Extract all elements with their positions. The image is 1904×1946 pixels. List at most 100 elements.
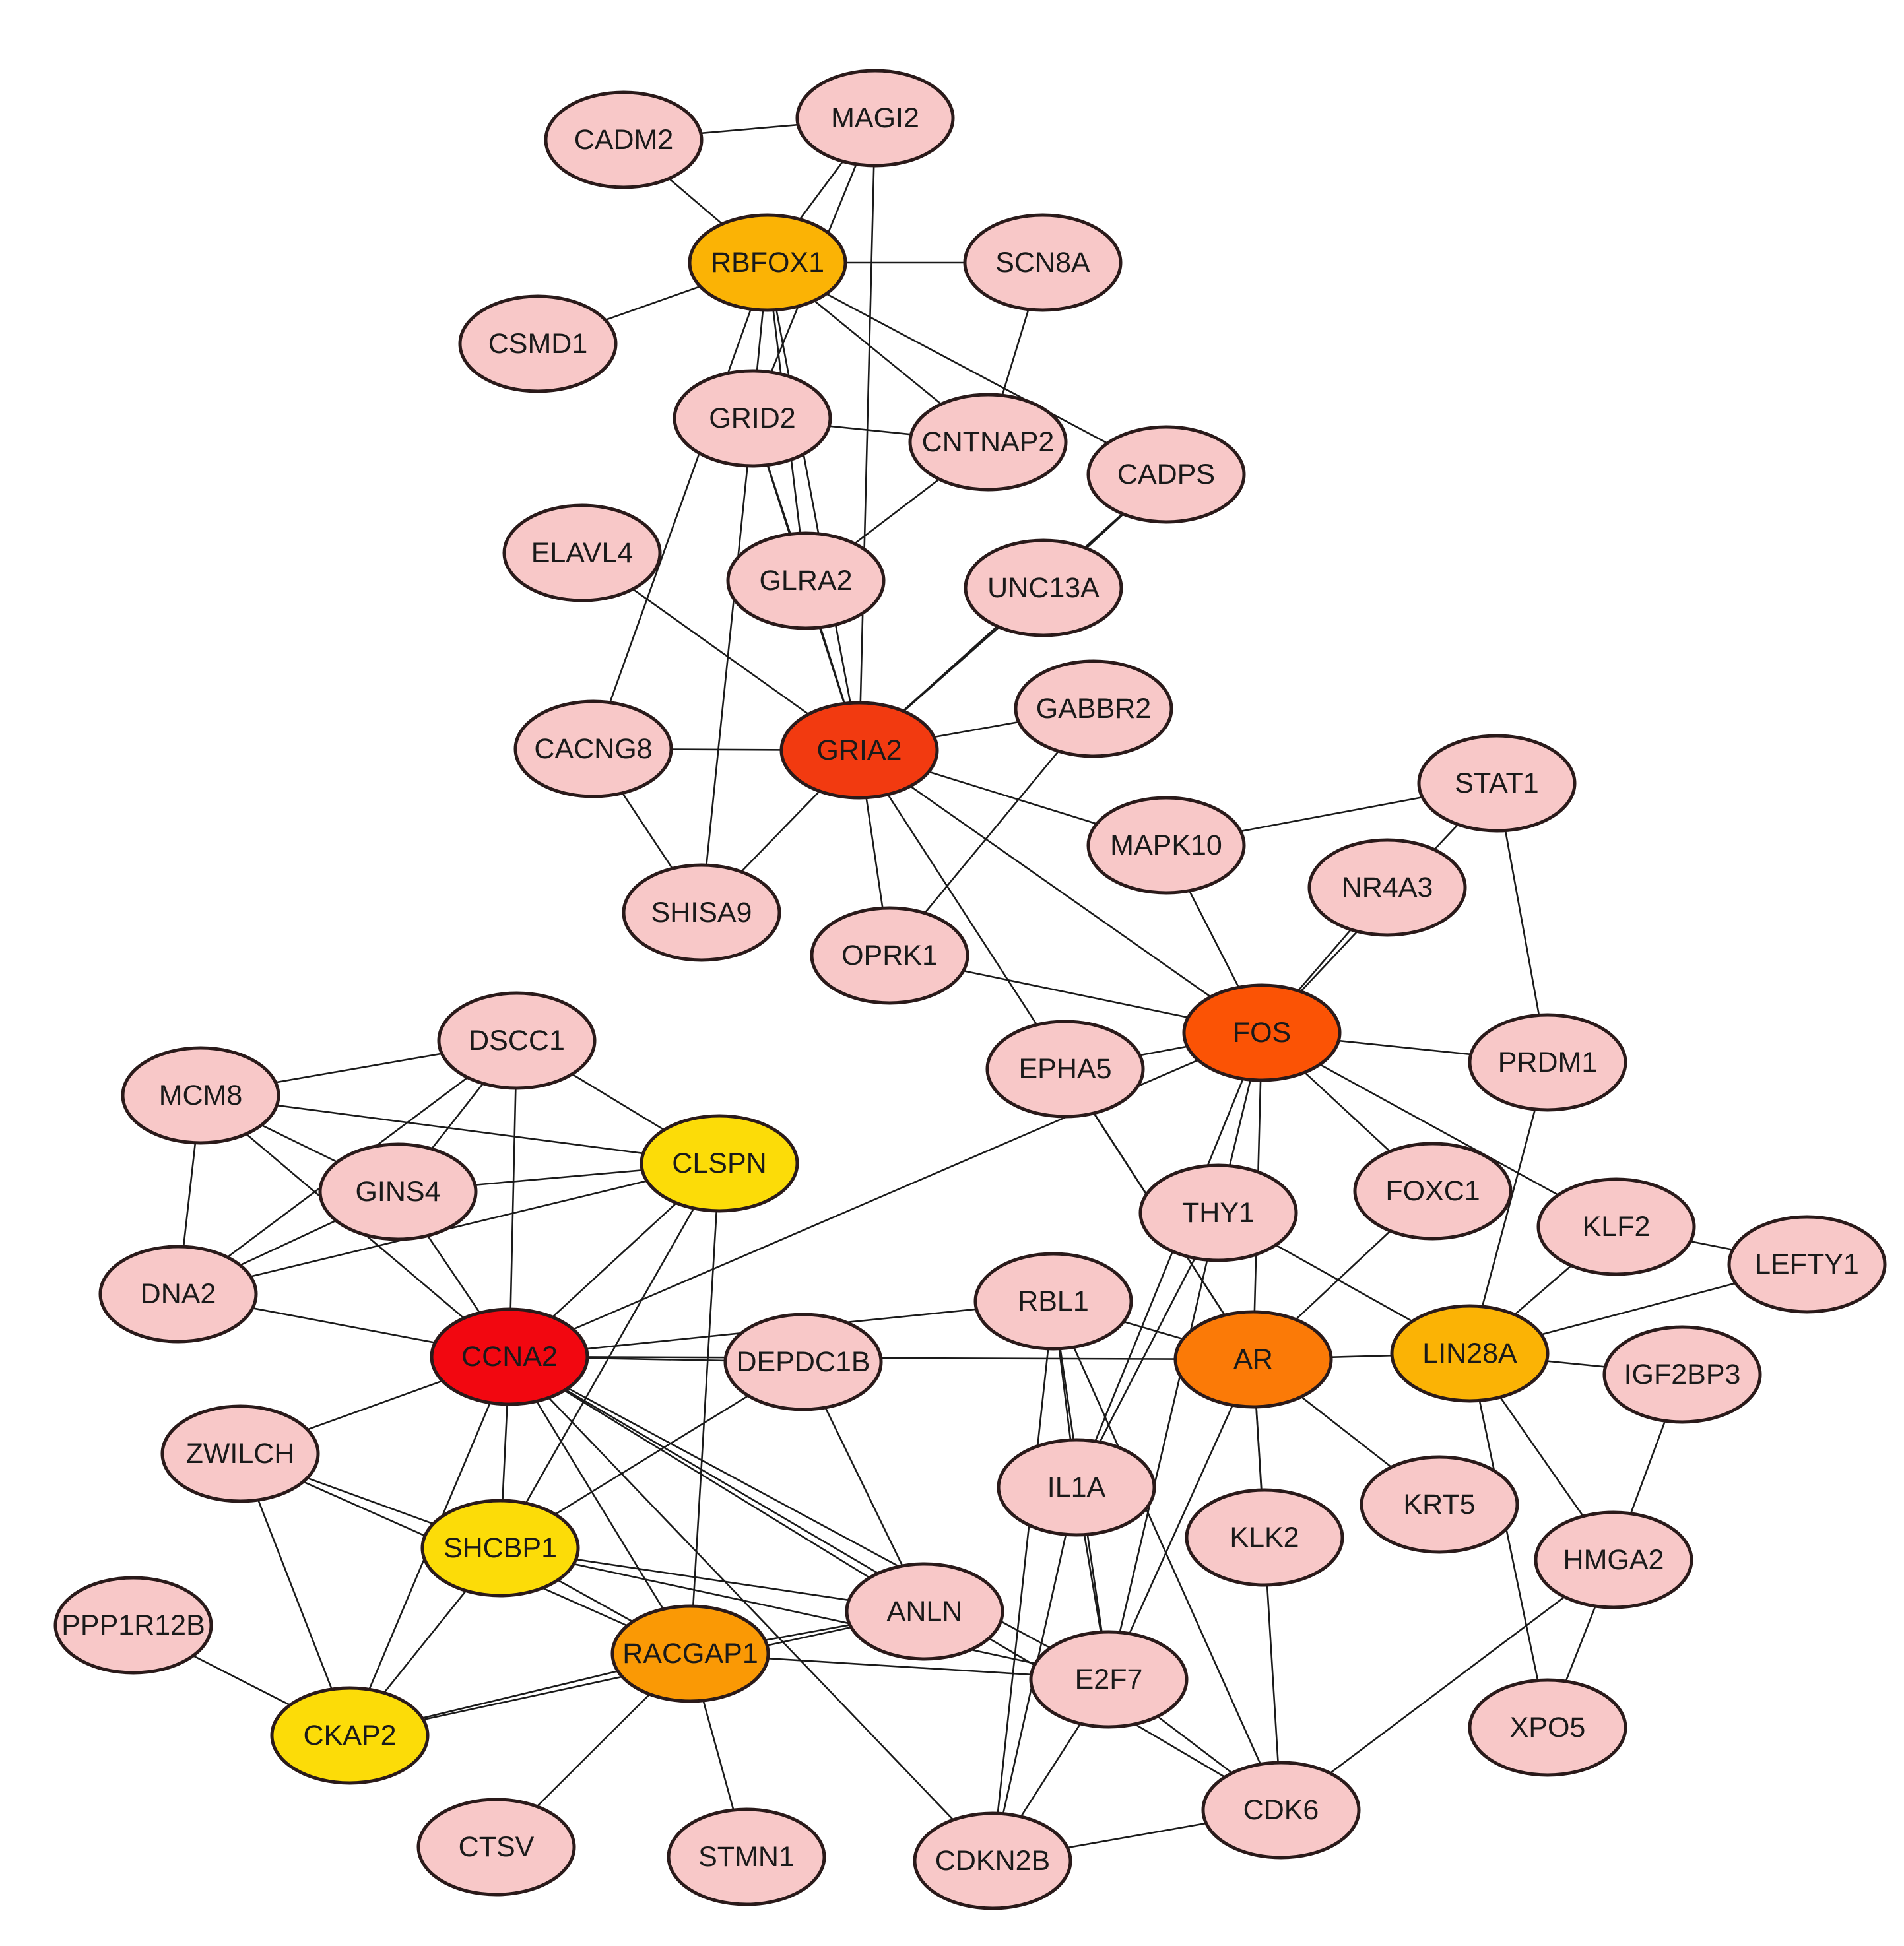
node-klk2[interactable]: KLK2 <box>1185 1488 1344 1587</box>
node-zwilch[interactable]: ZWILCH <box>160 1404 320 1503</box>
node-krt5[interactable]: KRT5 <box>1360 1455 1519 1554</box>
node-ellipse <box>795 69 955 168</box>
node-label: PPP1R12B <box>61 1609 205 1641</box>
node-cadm2[interactable]: CADM2 <box>544 90 704 189</box>
node-dscc1[interactable]: DSCC1 <box>437 991 597 1090</box>
node-label: OPRK1 <box>841 940 938 971</box>
node-label: UNC13A <box>987 572 1100 604</box>
node-ellipse <box>513 699 673 798</box>
node-label: SCN8A <box>995 247 1090 278</box>
node-foxc1[interactable]: FOXC1 <box>1353 1142 1513 1241</box>
node-thy1[interactable]: THY1 <box>1138 1163 1298 1262</box>
node-xpo5[interactable]: XPO5 <box>1468 1678 1627 1777</box>
node-grid2[interactable]: GRID2 <box>673 369 832 468</box>
node-csmd1[interactable]: CSMD1 <box>458 294 618 393</box>
node-label: ZWILCH <box>186 1438 295 1470</box>
node-label: KRT5 <box>1403 1489 1475 1520</box>
node-ellipse <box>1201 1761 1361 1860</box>
edge-ccna2-e2f7 <box>509 1355 1109 1681</box>
node-il1a[interactable]: IL1A <box>997 1438 1156 1537</box>
node-cdk6[interactable]: CDK6 <box>1201 1761 1361 1860</box>
node-ellipse <box>1014 659 1173 758</box>
node-gabbr2[interactable]: GABBR2 <box>1014 659 1173 758</box>
node-ellipse <box>622 863 781 962</box>
node-cntnap2[interactable]: CNTNAP2 <box>908 393 1068 492</box>
node-stmn1[interactable]: STMN1 <box>667 1807 826 1906</box>
node-ellipse <box>667 1807 826 1906</box>
node-label: CDK6 <box>1243 1794 1319 1826</box>
node-ellipse <box>1534 1510 1693 1609</box>
node-ellipse <box>1727 1215 1887 1314</box>
node-ellipse <box>420 1499 580 1598</box>
node-label: CLSPN <box>672 1148 766 1179</box>
edge-magi2-gria2 <box>858 117 876 751</box>
node-gria2[interactable]: GRIA2 <box>779 701 939 800</box>
node-ellipse <box>1029 1630 1189 1729</box>
node-ellipse <box>544 90 704 189</box>
node-label: RBFOX1 <box>711 247 824 278</box>
edge-clspn-racgap1 <box>689 1163 721 1654</box>
node-scn8a[interactable]: SCN8A <box>963 213 1123 312</box>
node-ellipse <box>1182 983 1342 1082</box>
edge-clspn-shcbp1 <box>499 1163 721 1549</box>
node-fos[interactable]: FOS <box>1182 983 1342 1082</box>
node-label: E2F7 <box>1075 1664 1143 1695</box>
node-e2f7[interactable]: E2F7 <box>1029 1630 1189 1729</box>
node-magi2[interactable]: MAGI2 <box>795 69 955 168</box>
node-prdm1[interactable]: PRDM1 <box>1468 1013 1627 1112</box>
node-lin28a[interactable]: LIN28A <box>1390 1304 1550 1403</box>
node-label: CADPS <box>1117 459 1215 490</box>
node-hmga2[interactable]: HMGA2 <box>1534 1510 1693 1609</box>
node-ellipse <box>1086 796 1246 895</box>
node-gins4[interactable]: GINS4 <box>318 1142 478 1241</box>
node-depdc1b[interactable]: DEPDC1B <box>723 1313 883 1411</box>
node-ellipse <box>1353 1142 1513 1241</box>
node-shcbp1[interactable]: SHCBP1 <box>420 1499 580 1598</box>
node-label: THY1 <box>1182 1197 1255 1229</box>
edge-rbfox1-cacng8 <box>592 262 769 750</box>
node-stat1[interactable]: STAT1 <box>1417 734 1577 833</box>
node-mapk10[interactable]: MAPK10 <box>1086 796 1246 895</box>
node-shisa9[interactable]: SHISA9 <box>622 863 781 962</box>
node-label: SHISA9 <box>651 897 752 928</box>
node-label: KLK2 <box>1230 1522 1299 1553</box>
node-ar[interactable]: AR <box>1173 1310 1333 1409</box>
node-mcm8[interactable]: MCM8 <box>121 1046 280 1145</box>
node-nr4a3[interactable]: NR4A3 <box>1307 838 1467 937</box>
node-label: AR <box>1233 1344 1273 1375</box>
node-klf2[interactable]: KLF2 <box>1536 1177 1696 1276</box>
node-ccna2[interactable]: CCNA2 <box>430 1307 589 1406</box>
node-ellipse <box>53 1576 213 1675</box>
node-epha5[interactable]: EPHA5 <box>985 1020 1145 1119</box>
node-ckap2[interactable]: CKAP2 <box>270 1686 430 1785</box>
node-cadps[interactable]: CADPS <box>1086 425 1246 524</box>
node-racgap1[interactable]: RACGAP1 <box>610 1604 770 1703</box>
node-ellipse <box>964 538 1123 637</box>
edge-fos-il1a <box>1075 1032 1263 1488</box>
node-dna2[interactable]: DNA2 <box>98 1245 258 1344</box>
node-rbl1[interactable]: RBL1 <box>973 1252 1133 1351</box>
node-elavl4[interactable]: ELAVL4 <box>502 503 662 602</box>
node-ellipse <box>270 1686 430 1785</box>
node-cdkn2b[interactable]: CDKN2B <box>913 1811 1072 1910</box>
edge-rbfox1-gria2 <box>766 262 861 751</box>
node-unc13a[interactable]: UNC13A <box>964 538 1123 637</box>
node-glra2[interactable]: GLRA2 <box>726 531 886 630</box>
node-lefty1[interactable]: LEFTY1 <box>1727 1215 1887 1314</box>
node-label: KLF2 <box>1583 1211 1651 1243</box>
node-oprk1[interactable]: OPRK1 <box>810 906 969 1005</box>
node-ellipse <box>908 393 1068 492</box>
node-clspn[interactable]: CLSPN <box>640 1114 799 1213</box>
node-rbfox1[interactable]: RBFOX1 <box>688 213 847 312</box>
node-ellipse <box>1468 1678 1627 1777</box>
node-ctsv[interactable]: CTSV <box>416 1798 576 1897</box>
node-ellipse <box>1173 1310 1333 1409</box>
node-igf2bp3[interactable]: IGF2BP3 <box>1602 1325 1762 1424</box>
node-anln[interactable]: ANLN <box>845 1562 1004 1661</box>
node-label: STMN1 <box>698 1841 795 1873</box>
node-ppp1r12b[interactable]: PPP1R12B <box>53 1576 213 1675</box>
node-cacng8[interactable]: CACNG8 <box>513 699 673 798</box>
edge-lin28a-xpo5 <box>1468 1353 1549 1728</box>
node-label: GABBR2 <box>1036 693 1151 725</box>
node-label: MAGI2 <box>831 102 919 134</box>
